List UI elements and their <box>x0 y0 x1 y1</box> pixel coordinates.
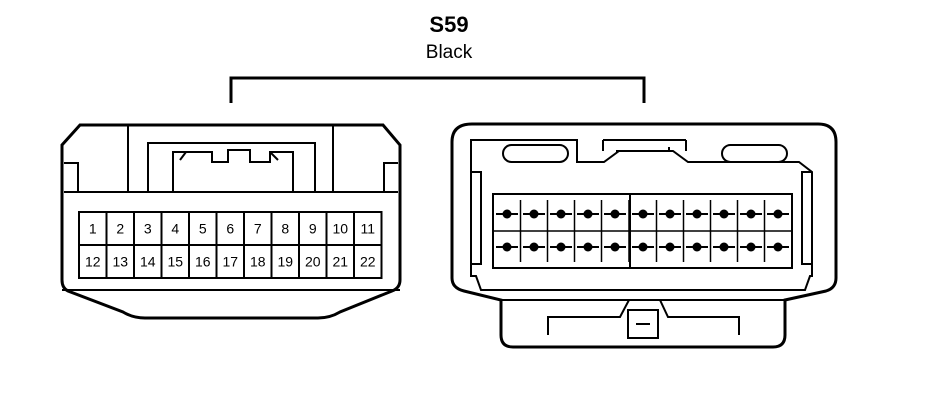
pin-number: 1 <box>89 221 97 237</box>
pin-number: 13 <box>112 254 128 270</box>
right-connector-side-guide-right <box>801 171 812 265</box>
cavity-dot <box>556 209 566 219</box>
pin-number: 12 <box>85 254 101 270</box>
right-connector-housing <box>450 122 838 349</box>
right-connector-slot-right <box>721 144 788 163</box>
left-connector-latch <box>172 149 294 192</box>
cavity-dot <box>529 242 539 252</box>
cavity-dot <box>583 242 593 252</box>
right-connector-inner-frame <box>470 139 813 291</box>
right-connector-lock-tab <box>627 309 659 339</box>
pin-number: 7 <box>254 221 262 237</box>
pin-number: 8 <box>281 221 289 237</box>
cavity-dot <box>773 242 783 252</box>
connector-id: S59 <box>429 12 469 37</box>
pin-number: 20 <box>305 254 321 270</box>
pin-number: 14 <box>140 254 156 270</box>
right-connector-side-guide-left <box>471 171 482 265</box>
pin-number: 21 <box>332 254 348 270</box>
cavity-dot <box>746 209 756 219</box>
left-connector-side-rail <box>64 162 79 193</box>
pin-number: 6 <box>226 221 234 237</box>
cavity-dot <box>638 242 648 252</box>
cavity-dot <box>583 209 593 219</box>
bracket <box>229 76 646 103</box>
left-connector-lock-frame <box>127 126 334 192</box>
cavity-dot <box>556 242 566 252</box>
cavity-dot <box>529 209 539 219</box>
pin-number: 18 <box>250 254 266 270</box>
pin-number: 19 <box>277 254 293 270</box>
pin-number: 16 <box>195 254 211 270</box>
cavity-dot <box>665 242 675 252</box>
cavity-dot <box>665 209 675 219</box>
pin-number: 10 <box>332 221 348 237</box>
left-connector-latch-tab <box>179 151 279 161</box>
cavity-dot <box>502 242 512 252</box>
cavity-dot <box>610 242 620 252</box>
left-connector-lock <box>147 142 316 192</box>
cavity-dot <box>692 242 702 252</box>
right-connector-lock-step <box>547 299 740 335</box>
left-connector <box>60 123 402 320</box>
pin-number: 22 <box>360 254 376 270</box>
cavity-dot <box>719 242 729 252</box>
connector-color: Black <box>425 42 473 63</box>
left-connector-housing <box>60 123 402 320</box>
pin-number: 11 <box>360 221 375 237</box>
pin-number: 3 <box>144 221 152 237</box>
left-connector-side-rail <box>383 162 398 193</box>
pin-number: 5 <box>199 221 207 237</box>
pin-number: 2 <box>116 221 124 237</box>
cavity-dot <box>610 209 620 219</box>
right-connector-slot-left <box>502 144 569 163</box>
cavity-dot <box>502 209 512 219</box>
pin-number: 17 <box>222 254 238 270</box>
pin-number: 9 <box>309 221 317 237</box>
pin-number: 4 <box>171 221 179 237</box>
cavity-dot <box>746 242 756 252</box>
cavity-dot <box>773 209 783 219</box>
cavity-grid <box>493 200 792 262</box>
pin-cell <box>353 244 383 279</box>
pin-number: 15 <box>167 254 183 270</box>
right-connector-center-key <box>602 139 687 151</box>
right-connector <box>450 122 838 349</box>
cavity-dot <box>719 209 729 219</box>
cavity-dot <box>692 209 702 219</box>
cavity-dot <box>638 209 648 219</box>
right-connector-center-key-cap <box>616 147 670 152</box>
